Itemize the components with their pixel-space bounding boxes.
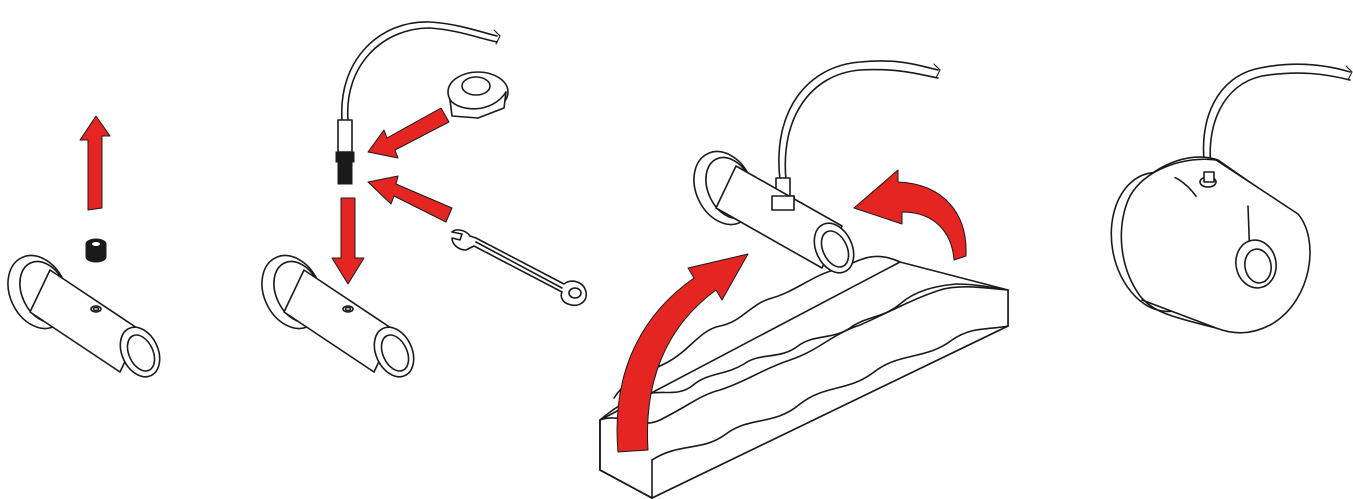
- panel-1-remove-set-screw: [0, 116, 167, 383]
- arrow-down-icon: [332, 198, 364, 284]
- sensor-housing-icon: [1101, 157, 1310, 333]
- mounting-pin-3-icon: [683, 142, 862, 279]
- mounting-pin-2-icon: [251, 246, 422, 383]
- insulation-block-icon: [600, 256, 1008, 498]
- ring-washer-icon: [448, 72, 508, 118]
- cable-3-icon: [779, 61, 938, 180]
- cable-4-icon: [1204, 64, 1350, 176]
- mounting-pin-icon: [0, 246, 167, 383]
- wrench-icon: [452, 230, 586, 305]
- panel-2-attach-cable: [251, 22, 587, 383]
- up-arrow-icon: [80, 116, 110, 210]
- panel-4-installed-housing: [1101, 64, 1352, 333]
- set-screw-icon: [86, 239, 106, 262]
- connector-icon: [336, 120, 354, 184]
- curved-arrow-over-icon: [854, 170, 966, 260]
- panel-3-insert-into-insulation: [600, 61, 1008, 498]
- arrow-from-wrench-icon: [368, 176, 452, 222]
- arrow-to-connector-icon: [368, 108, 449, 158]
